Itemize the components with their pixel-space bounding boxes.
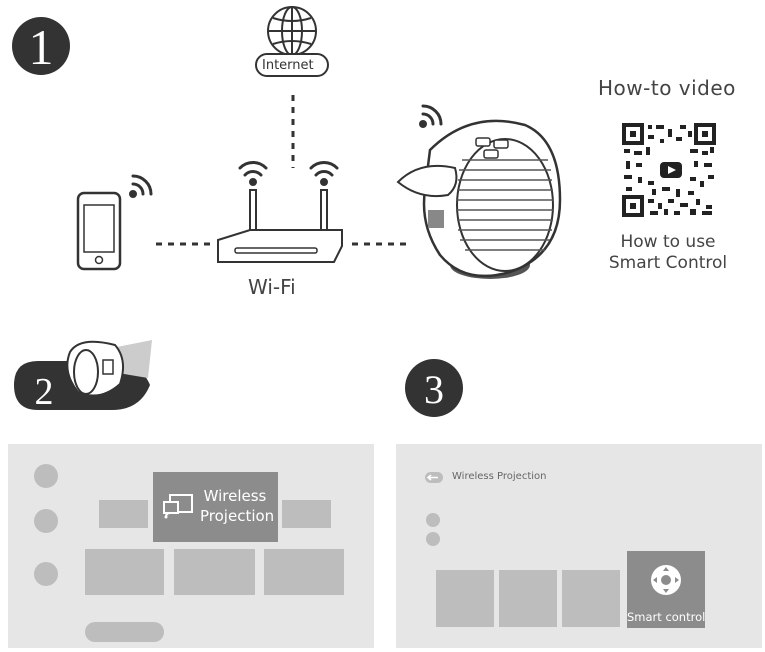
howto-title: How-to video: [598, 76, 736, 100]
step-1-badge: 1: [12, 17, 70, 75]
step-2-number: 2: [35, 371, 54, 413]
step-3-number: 3: [424, 367, 444, 412]
list-dot-2[interactable]: [426, 532, 440, 546]
list-dot-1[interactable]: [426, 513, 440, 527]
phone-wifi-signal-icon: [129, 174, 153, 198]
app-tile[interactable]: [499, 570, 557, 627]
step-3-badge: 3: [405, 359, 463, 417]
step-1-number: 1: [29, 19, 54, 75]
connection-lines: [156, 95, 408, 246]
wireless-projection-tile[interactable]: Wireless Projection: [153, 472, 278, 542]
screen-3-wireless-projection: [396, 444, 762, 648]
sidebar-dot-1[interactable]: [34, 464, 58, 488]
back-arrow-icon: [426, 474, 438, 481]
wireless-projection-label: Wireless Projection: [200, 487, 275, 525]
smart-control-tile[interactable]: Smart control: [627, 551, 705, 628]
app-tile[interactable]: [264, 549, 344, 595]
app-tile[interactable]: [436, 570, 494, 627]
howto-caption: How to use Smart Control: [608, 232, 728, 273]
app-tile[interactable]: [562, 570, 620, 627]
qr-code: [622, 123, 716, 217]
wifi-label: Wi-Fi: [248, 275, 296, 299]
app-tile[interactable]: [174, 549, 255, 595]
sidebar-dot-3[interactable]: [34, 562, 58, 586]
dpad-icon: [651, 565, 681, 595]
internet-pill: [255, 53, 329, 77]
breadcrumb: Wireless Projection: [452, 471, 547, 482]
projector-wifi-signal-icon: [419, 104, 443, 128]
wifi-router-icon: [217, 189, 343, 263]
sidebar-dot-2[interactable]: [34, 509, 58, 533]
internet-label: Internet: [262, 58, 314, 73]
projector-beam-icon: [66, 340, 152, 397]
app-tile[interactable]: [99, 500, 148, 528]
projector-icon: [396, 119, 562, 279]
bottom-pill[interactable]: [85, 622, 164, 642]
app-tile[interactable]: [282, 500, 331, 528]
smart-control-label: Smart control: [627, 610, 706, 624]
screen-mirror-icon: [163, 494, 193, 519]
back-button[interactable]: [425, 472, 443, 483]
app-tile[interactable]: [85, 549, 164, 595]
router-wifi-signal-icon: [238, 161, 339, 186]
globe-icon: [267, 6, 317, 56]
smartphone-icon: [76, 191, 122, 271]
